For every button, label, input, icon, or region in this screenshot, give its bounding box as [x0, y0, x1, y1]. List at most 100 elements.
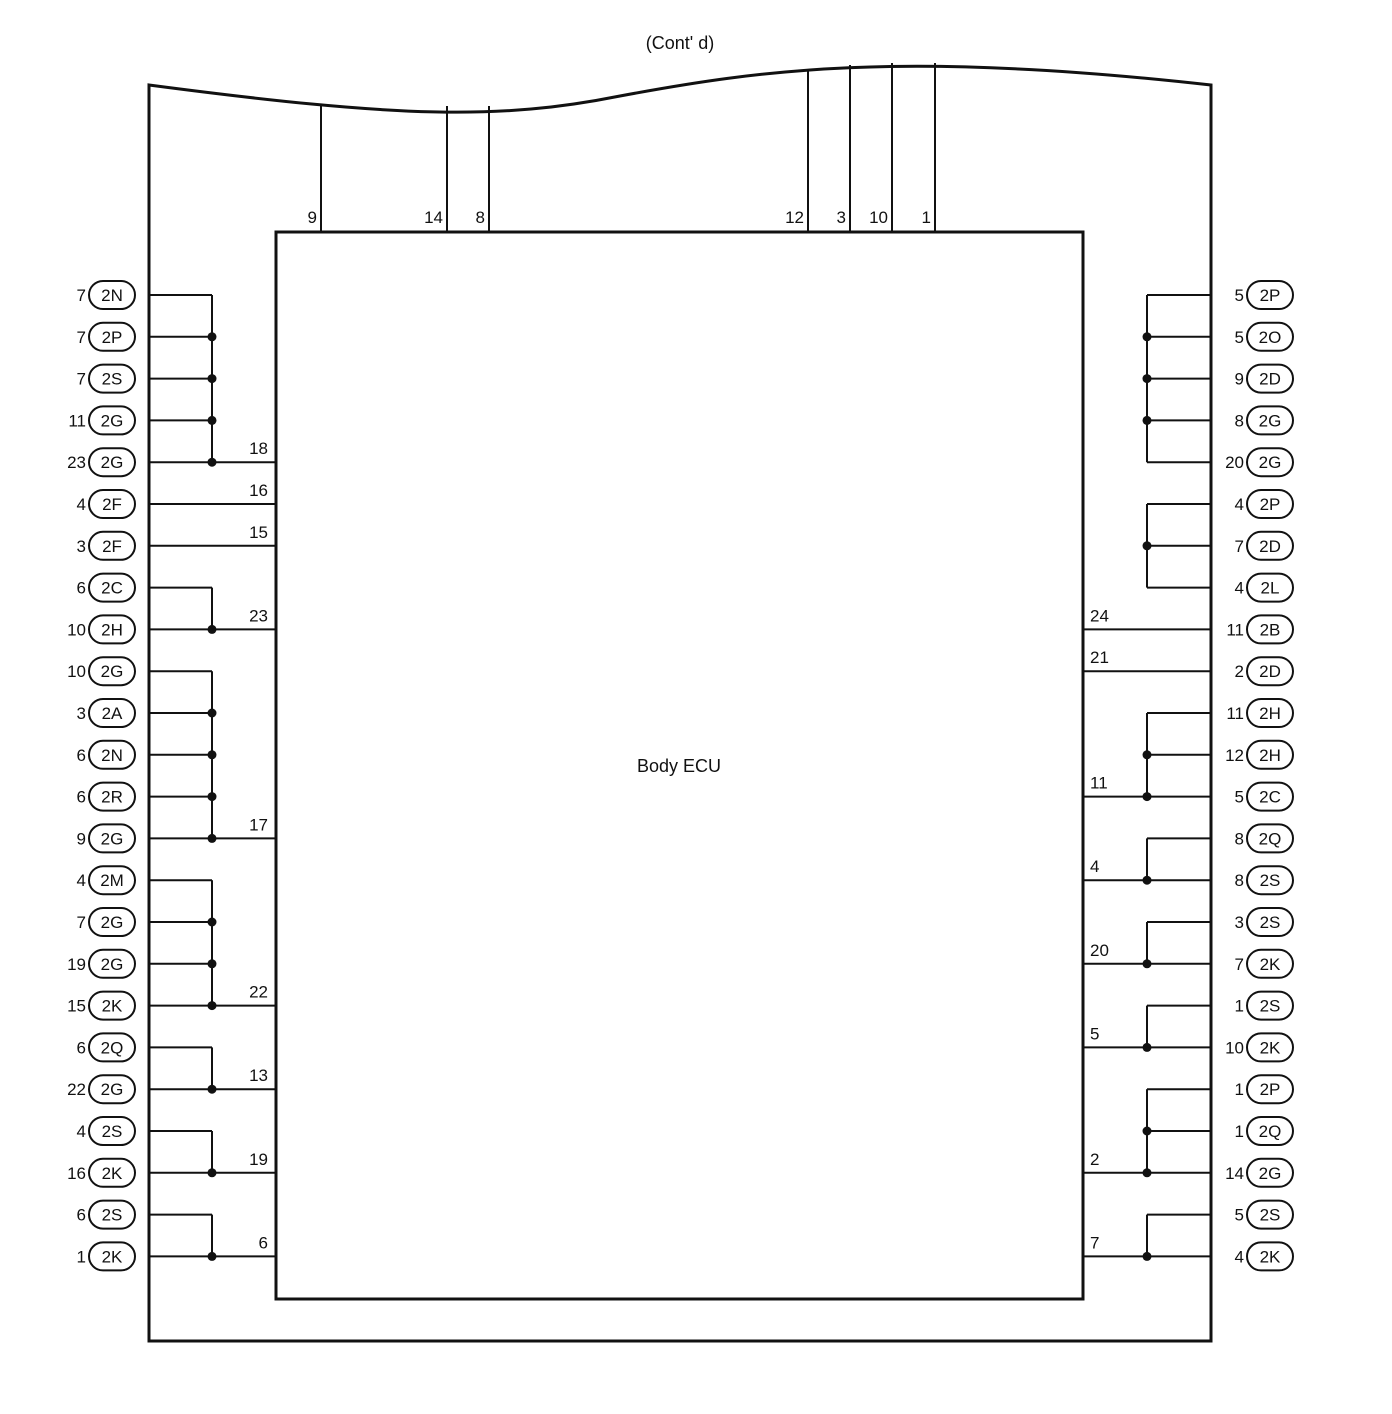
connector-oval: [1246, 1074, 1294, 1105]
connector-id: 2O: [1259, 328, 1282, 347]
right-pin-number: 5: [1235, 1206, 1244, 1225]
left-connector: 2K: [88, 1241, 136, 1272]
left-connector: 2F: [88, 530, 136, 561]
left-pin-number: 7: [77, 913, 86, 932]
right-pin-number: 4: [1235, 579, 1244, 598]
right-pin-number: 14: [1225, 1164, 1244, 1183]
right-pin-number: 3: [1235, 913, 1244, 932]
connector-id: 2K: [1260, 955, 1281, 974]
caption: (Cont' d): [646, 33, 714, 53]
connector-oval: [1246, 1241, 1294, 1272]
top-pin-label: 14: [424, 208, 443, 227]
right-pin-number: 7: [1235, 537, 1244, 556]
top-pin-label: 3: [837, 208, 846, 227]
frame-outline: [147, 64, 1213, 1343]
left-pin-number: 3: [77, 537, 86, 556]
connector-oval: [1246, 280, 1294, 310]
left-connector: 2N: [88, 280, 136, 310]
left-pin-number: 22: [67, 1080, 86, 1099]
connector-id: 2G: [101, 662, 124, 681]
connector-id: 2B: [1260, 620, 1281, 639]
left-ecu-pin: 16: [249, 481, 268, 500]
left-pin-number: 10: [67, 620, 86, 639]
left-connector: 2N: [88, 739, 136, 770]
ecu-rect: [274, 230, 1085, 1301]
connector-oval: [1246, 447, 1294, 478]
connector-id: 2K: [102, 1164, 123, 1183]
connector-oval: [88, 698, 136, 728]
left-connector: 2G: [88, 907, 136, 937]
right-pin-number: 12: [1225, 746, 1244, 765]
connector-id: 2D: [1259, 662, 1281, 681]
connector-oval: [88, 907, 136, 937]
left-ecu-pin: 15: [249, 523, 268, 542]
connector-id: 2K: [1260, 1247, 1281, 1266]
connector-oval: [88, 530, 136, 561]
left-connector: 2K: [88, 990, 136, 1021]
left-connector: 2G: [88, 948, 136, 979]
left-pin-number: 7: [77, 370, 86, 389]
connector-id: 2S: [102, 1122, 123, 1141]
connector-id: 2K: [1260, 1038, 1281, 1057]
connector-oval: [1246, 572, 1294, 603]
left-ecu-pin: 23: [249, 606, 268, 625]
connector-oval: [1246, 656, 1294, 687]
right-connector: 2C: [1246, 781, 1294, 812]
right-pin-number: 9: [1235, 370, 1244, 389]
top-pin-label: 1: [922, 208, 931, 227]
right-ecu-pin: 5: [1090, 1024, 1099, 1043]
connector-oval: [88, 280, 136, 310]
left-connector: 2Q: [88, 1032, 136, 1063]
left-pin-number: 23: [67, 453, 86, 472]
right-connector: 2H: [1246, 739, 1294, 770]
connector-id: 2G: [101, 1080, 124, 1099]
right-connector: 2P: [1246, 280, 1294, 310]
right-pin-number: 10: [1225, 1038, 1244, 1057]
left-pin-number: 19: [67, 955, 86, 974]
connector-oval: [88, 572, 136, 603]
left-connector: 2S: [88, 1116, 136, 1146]
connector-id: 2N: [101, 286, 123, 305]
left-pin-number: 11: [68, 411, 86, 430]
wires: [149, 63, 1211, 1261]
left-pin-number: 4: [77, 1122, 86, 1141]
top-pin-label: 12: [785, 208, 804, 227]
right-connector: 2G: [1246, 405, 1294, 436]
connector-oval: [88, 614, 136, 645]
left-pin-number: 6: [77, 788, 86, 807]
left-ecu-pin: 22: [249, 983, 268, 1002]
left-pin-number: 1: [77, 1247, 86, 1266]
connector-id: 2D: [1259, 370, 1281, 389]
connector-oval: [1246, 1032, 1294, 1063]
connector-oval: [1246, 530, 1294, 561]
connector-oval: [88, 489, 136, 519]
right-connector: 2P: [1246, 1074, 1294, 1105]
connector-id: 2C: [101, 579, 123, 598]
connector-oval: [88, 948, 136, 979]
connector-oval: [1246, 948, 1294, 979]
connector-oval: [1246, 1116, 1294, 1146]
right-pin-number: 1: [1235, 1122, 1244, 1141]
right-connector: 2D: [1246, 530, 1294, 561]
right-pin-number: 11: [1226, 620, 1244, 639]
left-ecu-pin: 6: [259, 1233, 268, 1252]
left-pin-number: 6: [77, 1206, 86, 1225]
right-pin-number: 1: [1235, 1080, 1244, 1099]
left-pin-number: 7: [77, 286, 86, 305]
connector-oval: [88, 1157, 136, 1188]
right-connector: 2K: [1246, 1241, 1294, 1272]
left-connector: 2S: [88, 363, 136, 394]
connector-id: 2P: [102, 328, 123, 347]
left-connector: 2G: [88, 823, 136, 854]
connector-oval: [1246, 489, 1294, 519]
top-pin-label: 9: [308, 208, 317, 227]
connector-id: 2H: [101, 620, 123, 639]
left-ecu-pin: 17: [249, 815, 268, 834]
connector-id: 2M: [100, 871, 124, 890]
connector-id: 2G: [101, 955, 124, 974]
right-connector: 2G: [1246, 447, 1294, 478]
connector-id: 2G: [1259, 453, 1282, 472]
right-pin-number: 5: [1235, 286, 1244, 305]
connector-oval: [1246, 1199, 1294, 1230]
